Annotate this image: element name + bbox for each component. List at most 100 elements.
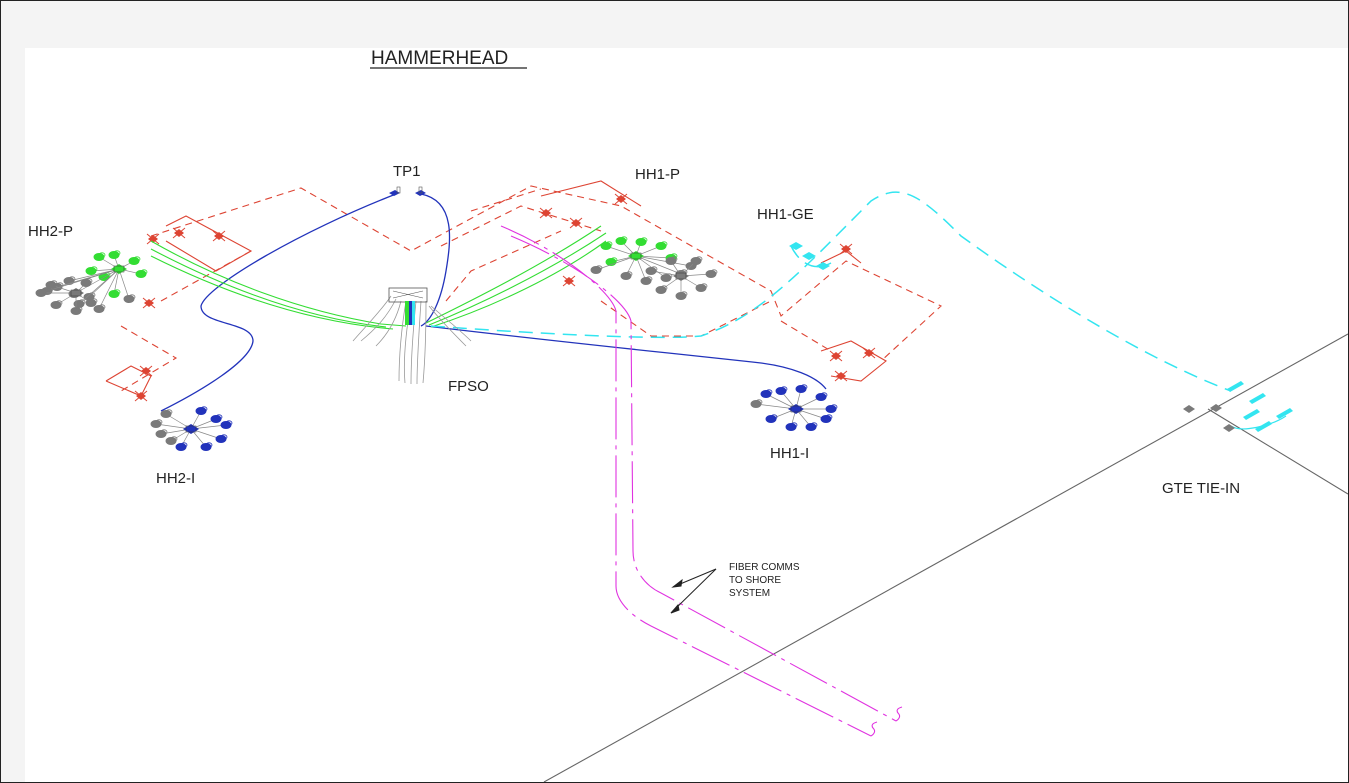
flowline-connector-marker [569,217,583,229]
flowline-connector-marker [834,370,848,382]
tie-in-connector [1223,424,1235,432]
note-line-1: FIBER COMMS [729,562,800,573]
wellhead-tree [660,274,672,282]
wellhead-tree [655,242,667,250]
manifold [111,264,127,274]
wellhead-tree [795,385,807,393]
existing-pipeline [543,333,1348,782]
flowline-connector-marker [212,230,226,242]
cluster-hh1-i [750,384,838,431]
manifold [673,271,689,281]
wellhead-tree [210,415,222,423]
fpso-riser-bundle [352,295,472,385]
wellhead-tree [220,421,232,429]
gas-export-tie-in-spool [1276,408,1293,419]
wellhead-tree [80,279,92,287]
fiber-comms-line [500,225,903,737]
fpso-turret [388,287,428,325]
water-injection-lines [160,193,827,412]
production-manifold-markers [134,193,876,402]
cluster-hh1-p-expansion [645,256,718,300]
cluster-hh2-p-expansion [35,278,98,315]
wellhead-tree [785,423,797,431]
gas-export-line [430,191,1232,392]
manifold [183,424,199,434]
wellhead-tree [175,443,187,451]
flowline-connector-marker [839,243,853,255]
gas-export-tie-in-spool [1243,409,1260,420]
label-hh1-i: HH1-I [770,445,809,462]
wellhead-tree [160,410,172,418]
flowline-connector-marker [142,297,156,309]
tie-in-connector [1210,404,1222,412]
flowline-connector-marker [614,193,628,205]
label-gte-tie-in: GTE TIE-IN [1162,480,1240,497]
wellhead-tree [690,257,702,265]
label-hh2-p: HH2-P [28,223,73,240]
drawing-sheet [26,48,1348,782]
note-line-2: TO SHORE [729,575,781,586]
wellhead-tree [123,295,135,303]
wellhead-tree [805,423,817,431]
wellhead-tree [675,292,687,300]
wellhead-tree [45,281,57,289]
gas-export-tiein [1230,415,1287,430]
tp1-connectors [389,186,426,196]
label-fpso: FPSO [448,378,489,395]
wellhead-tree [590,266,602,274]
wellhead-tree [93,305,105,313]
wellhead-tree [705,270,717,278]
wellhead-tree [195,407,207,415]
note-line-3: SYSTEM [729,588,770,599]
wellhead-tree [50,301,62,309]
subsea-clusters [35,236,1293,451]
gte-tie-in-equipment [1183,381,1293,432]
gas-export-tie-in-spool [1227,381,1244,392]
wellhead-tree [215,435,227,443]
wellhead-tree [150,420,162,428]
gas-connector [802,252,816,260]
flowline-connector-marker [134,390,148,402]
wellhead-tree [645,267,657,275]
viewer-left-strip [1,48,25,782]
wellhead-tree [620,272,632,280]
wellhead-tree [825,405,837,413]
viewer-top-strip [1,1,1348,48]
wellhead-tree [108,251,120,259]
tie-in-connector [1183,405,1195,413]
wellhead-tree [135,270,147,278]
cluster-hh1-p [590,236,698,285]
note-leaders [670,568,717,614]
flowline-connector-marker [539,207,553,219]
gas-export-tie-in-spool [1255,421,1272,432]
flowline-connector-marker [172,227,186,239]
manifold [628,251,644,261]
flowline-connector-marker [829,350,843,362]
wellhead-tree [775,387,787,395]
gas-export-tie-in-spool [1249,393,1266,404]
wellhead-tree [85,267,97,275]
flowline-connector-marker [139,365,153,377]
wellhead-tree [600,242,612,250]
wellhead-tree [108,290,120,298]
gas-connector [789,242,803,250]
flowline-connector-marker [862,347,876,359]
wellhead-tree [615,237,627,245]
wellhead-tree [635,238,647,246]
wellhead-tree [35,289,47,297]
manifold [788,404,804,414]
manifold [68,288,84,298]
flowline-connector-marker [562,275,576,287]
flowline-connector-marker [146,233,160,245]
label-tp1: TP1 [393,163,421,180]
cluster-hh1-ge [789,242,830,270]
wellhead-tree [665,257,677,265]
wellhead-tree [85,299,97,307]
wellhead-tree [760,390,772,398]
umbilicals [150,225,607,330]
wellhead-tree [815,393,827,401]
wellhead-tree [155,430,167,438]
wellhead-tree [750,400,762,408]
